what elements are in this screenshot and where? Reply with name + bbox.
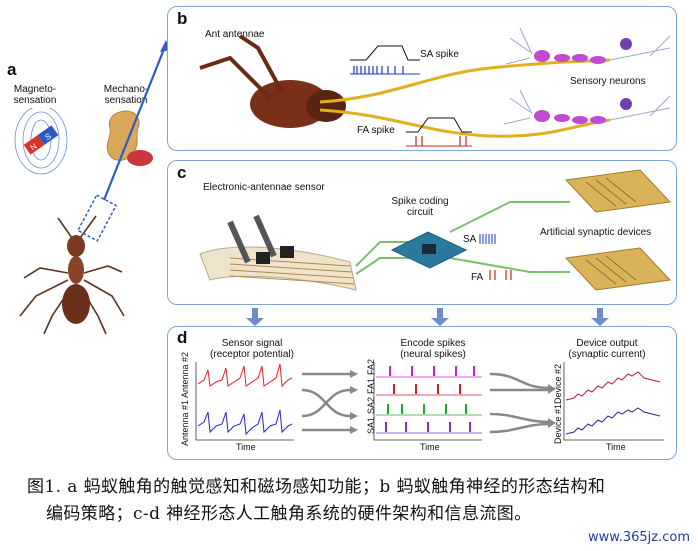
antenna2-trace (197, 363, 293, 388)
magnet-illustration: N S (14, 108, 68, 175)
fa-spike-label: FA spike (357, 125, 395, 136)
panel-b-letter: b (177, 9, 188, 28)
panel-c-letter: c (177, 163, 187, 182)
antenna1-axis-label: Antenna #1 (180, 399, 190, 446)
circuit-label: Spike coding circuit (391, 196, 449, 218)
encode-spikes-label: Encode spikes (neural spikes) (400, 338, 466, 360)
ant-illustration (19, 215, 125, 335)
caption-line-2: 编码策略；c-d 神经形态人工触角系统的硬件架构和信息流图。 (46, 504, 532, 524)
sensor-label: Electronic-antennae sensor (203, 182, 325, 193)
panel-d-letter: d (177, 328, 188, 347)
panel-d-artwork (195, 362, 664, 441)
panel-a-letter: a (7, 60, 17, 79)
peanut-illustration (106, 110, 153, 166)
time-label-sensor: Time (236, 442, 256, 452)
panel-c-artwork (199, 169, 672, 291)
svg-text:N: N (29, 142, 39, 153)
figure-caption: 图1. a 蚂蚁触角的触觉感知和磁场感知功能；b 蚂蚁触角神经的形态结构和 编码… (27, 474, 677, 528)
device2-trace (565, 371, 661, 401)
svg-text:S: S (43, 132, 53, 142)
sa-spike-label: SA spike (420, 49, 459, 60)
sa-label: SA (463, 234, 477, 245)
flow-arrows-c-to-d (246, 308, 609, 326)
mechano-label: Mechano- sensation (103, 84, 149, 106)
magneto-label: Magneto- sensation (13, 84, 57, 106)
sensor-signal-label: Sensor signal (receptor potential) (210, 338, 294, 360)
ant-antennae-label: Ant antennae (205, 29, 265, 40)
watermark: www.365jz.com (588, 530, 690, 545)
time-label-spikes: Time (420, 442, 440, 452)
panel-b-artwork (199, 27, 671, 147)
sensory-neurons-label: Sensory neurons (570, 76, 646, 87)
antenna1-trace (197, 409, 293, 436)
device-output-label: Device output (synaptic current) (568, 338, 646, 360)
time-label-device: Time (606, 442, 626, 452)
antenna2-axis-label: Antenna #2 (180, 351, 190, 398)
fa-label: FA (471, 272, 484, 283)
device1-trace (565, 407, 661, 435)
panel-d (167, 326, 677, 460)
caption-line-1: 图1. a 蚂蚁触角的触觉感知和磁场感知功能；b 蚂蚁触角神经的形态结构和 (27, 477, 606, 497)
synaptic-devices-label: Artificial synaptic devices (540, 227, 652, 238)
